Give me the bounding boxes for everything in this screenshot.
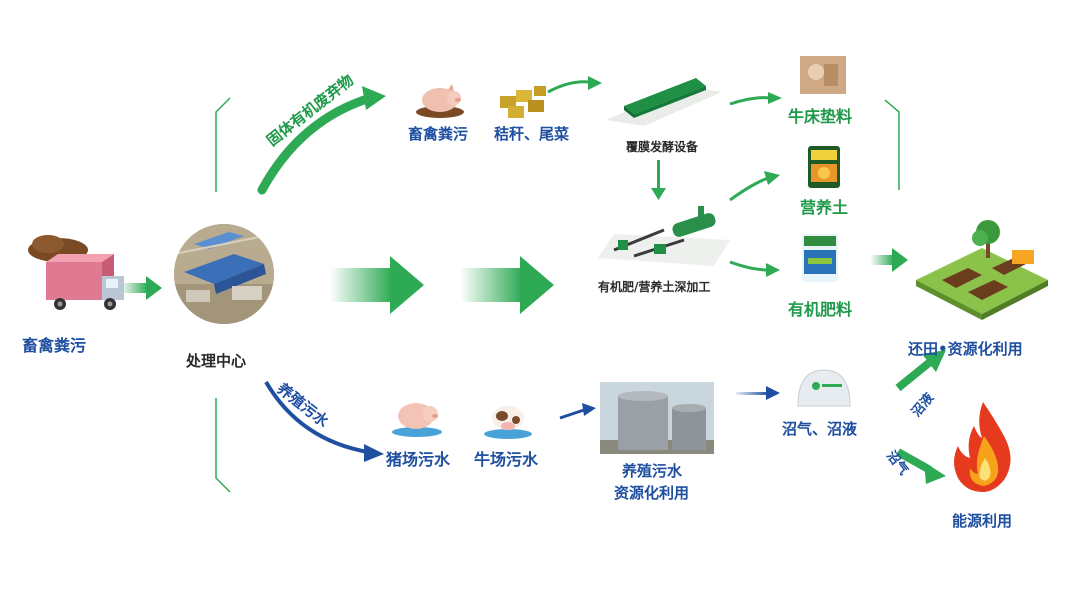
- fermentation-equipment-image: [604, 72, 724, 128]
- organic-fertilizer-label: 有机肥料: [788, 300, 853, 319]
- digester-tanks-photo: [600, 382, 714, 454]
- arrow-solid-curve: [257, 93, 375, 195]
- pig-wastewater-icon: [390, 394, 444, 438]
- pig-manure-icon: [414, 82, 466, 118]
- organic-fertilizer-bag-icon: [800, 232, 840, 284]
- cattle-wastewater-label: 牛场污水: [474, 450, 539, 469]
- manure-truck-illustration: [18, 232, 128, 322]
- biogas-dome-icon: [796, 366, 852, 408]
- straw-input-label: 秸秆、尾菜: [494, 125, 570, 143]
- processing-label: 有机肥/营养土深加工: [598, 280, 711, 294]
- return-field-label: 还田•资源化利用: [908, 340, 1023, 358]
- energy-label: 能源利用: [952, 512, 1013, 530]
- bedding-label: 牛床垫料: [788, 107, 853, 126]
- processing-center-photo: [174, 224, 274, 324]
- manure-input-label: 畜禽粪污: [408, 125, 469, 143]
- water-treatment-label-line1: 养殖污水: [622, 462, 683, 480]
- flame-icon: [948, 400, 1018, 492]
- arrow-middle-1: [330, 256, 424, 314]
- processing-line-image: [594, 200, 734, 270]
- arrow-water-curve: [264, 380, 369, 454]
- nutrient-soil-bag-icon: [806, 144, 842, 190]
- center-label: 处理中心: [186, 352, 247, 370]
- biogas-label: 沼气、沼液: [782, 420, 858, 438]
- arrow-truck-center: [120, 276, 162, 300]
- farmland-illustration: [912, 220, 1052, 320]
- source-label: 畜禽粪污: [22, 336, 87, 355]
- arrow-middle-2: [460, 256, 554, 314]
- bedding-image: [800, 56, 846, 94]
- straw-icon: [498, 82, 550, 120]
- water-treatment-label-line2: 资源化利用: [614, 484, 690, 502]
- cattle-wastewater-icon: [482, 398, 534, 440]
- nutrient-soil-label: 营养土: [800, 198, 849, 217]
- fermentation-label: 覆膜发酵设备: [626, 140, 699, 154]
- pig-wastewater-label: 猪场污水: [386, 450, 451, 469]
